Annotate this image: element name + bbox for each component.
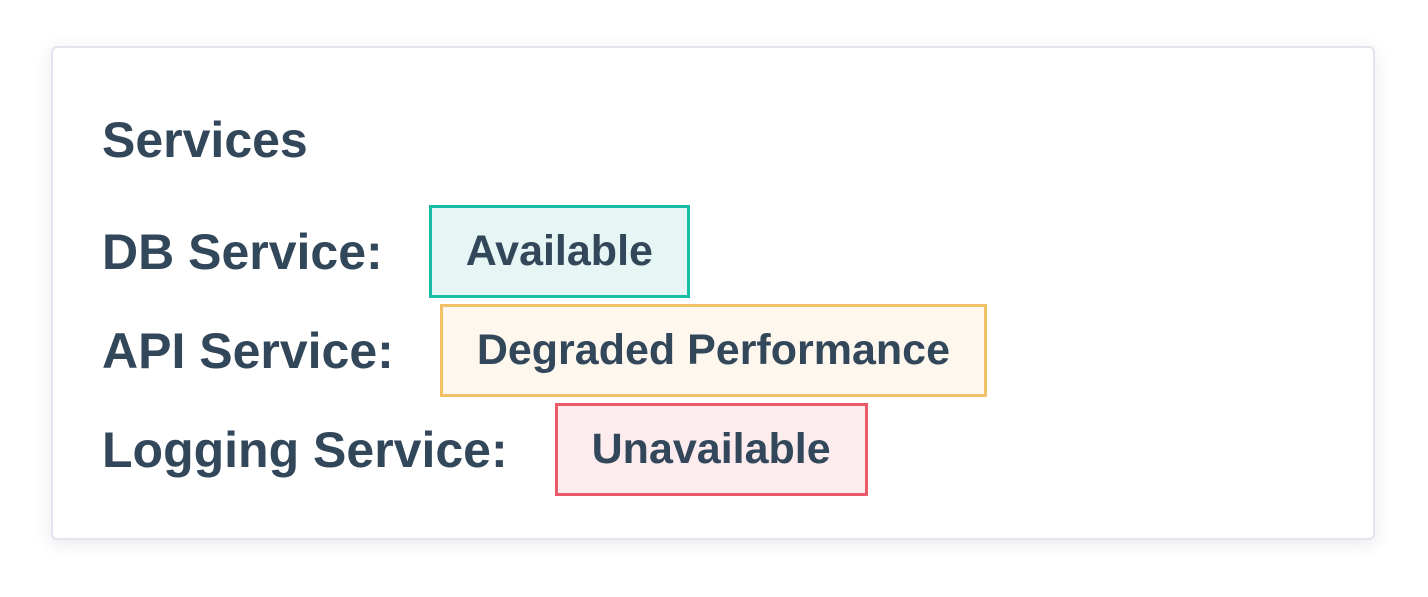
services-card: Services DB Service: Available API Servi… xyxy=(51,46,1375,540)
status-badge-available: Available xyxy=(428,205,690,298)
service-row-api: API Service: Degraded Performance xyxy=(102,304,987,397)
service-label-db: DB Service: xyxy=(102,223,383,280)
service-label-logging: Logging Service: xyxy=(102,421,508,478)
status-badge-degraded: Degraded Performance xyxy=(439,304,987,397)
service-row-logging: Logging Service: Unavailable xyxy=(102,403,868,496)
service-row-db: DB Service: Available xyxy=(102,205,690,298)
service-label-api: API Service: xyxy=(102,322,394,379)
services-title: Services xyxy=(102,112,308,168)
status-badge-unavailable: Unavailable xyxy=(554,403,868,496)
